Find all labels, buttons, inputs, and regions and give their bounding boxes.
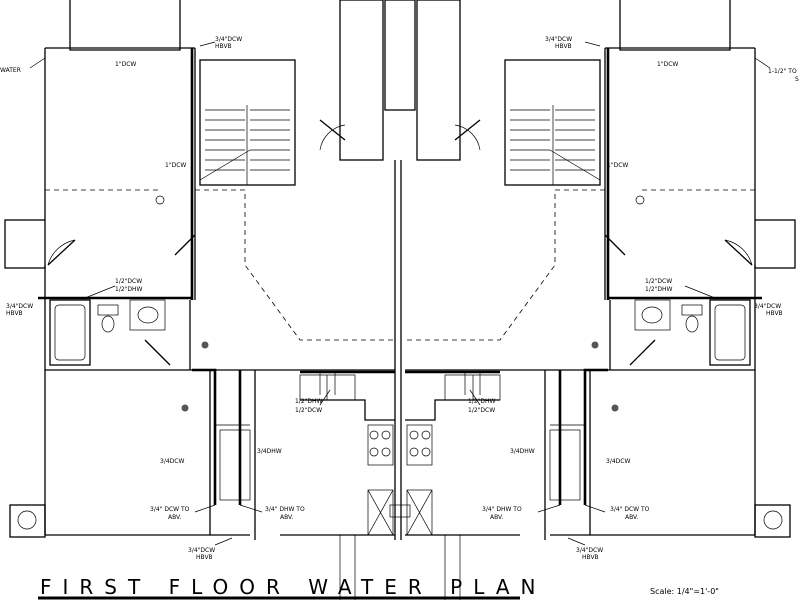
note-kitchen-dhw-right: 1/2"DHW: [468, 398, 496, 405]
note-half-dcw-left: 1/2"DCW: [115, 278, 142, 285]
leader-lines: [29, 41, 771, 546]
note-abv-dhw-left-2: ABV.: [280, 514, 293, 521]
note-bot-left-2: HBVB: [196, 554, 213, 561]
note-half-dcw-right: 1/2"DCW: [645, 278, 672, 285]
left-unit: [4, 0, 395, 600]
note-bot-right: 3/4"DCW: [576, 547, 603, 554]
note-dcw1-right: 1"DCW: [657, 61, 678, 68]
note-bot-right-2: HBVB: [582, 554, 599, 561]
note-abv-dcw-right: 3/4" DCW TO: [610, 506, 650, 513]
note-water: WATER: [0, 67, 21, 74]
note-vert-dcw-right: 3/4DCW: [606, 458, 630, 465]
note-vert-dhw-right: 3/4DHW: [510, 448, 535, 455]
note-dcw1-left: 1"DCW: [115, 61, 136, 68]
note-hb-left-2: HBVB: [215, 43, 232, 50]
note-vert-dhw-left: 3/4DHW: [257, 448, 282, 455]
note-abv-dhw-left: 3/4" DHW TO: [265, 506, 305, 513]
note-abv-dhw-right: 3/4" DHW TO: [482, 506, 522, 513]
note-vert-dcw-left: 3/4DCW: [160, 458, 184, 465]
note-kitchen-dhw-left: 1/2"DHW: [295, 398, 323, 405]
note-kitchen-dcw-left: 1/2"DCW: [295, 407, 322, 414]
note-half-dhw-right: 1/2"DHW: [645, 286, 673, 293]
note-dcw1b-left: 1"DCW: [165, 162, 186, 169]
note-to-right-2: S: [795, 76, 799, 83]
note-side-right: 3/4"DCW: [754, 303, 781, 310]
note-dcw1b-right: 1"DCW: [607, 162, 628, 169]
note-bot-left: 3/4"DCW: [188, 547, 215, 554]
note-side-right-2: HBVB: [766, 310, 783, 317]
note-hb-left: 3/4"DCW: [215, 36, 242, 43]
note-hb-right-2: HBVB: [555, 43, 572, 50]
drawing-title: FIRST FLOOR WATER PLAN: [40, 575, 546, 599]
drawing-scale: Scale: 1/4"=1'-0": [650, 587, 719, 596]
note-hb-right: 3/4"DCW: [545, 36, 572, 43]
center-core: [339, 0, 461, 540]
note-abv-dcw-right-2: ABV.: [625, 514, 638, 521]
note-kitchen-dcw-right: 1/2"DCW: [468, 407, 495, 414]
right-unit: [405, 0, 796, 600]
note-abv-dhw-right-2: ABV.: [490, 514, 503, 521]
note-to-right: 1-1/2" TO: [768, 68, 797, 75]
annotations: WATER 3/4"DCW HBVB 3/4"DCW HBVB 1"DCW 1"…: [0, 36, 799, 561]
note-half-dhw-left: 1/2"DHW: [115, 286, 143, 293]
note-side-left-2: HBVB: [6, 310, 23, 317]
note-abv-dcw-left: 3/4" DCW TO: [150, 506, 190, 513]
note-side-left: 3/4"DCW: [6, 303, 33, 310]
note-abv-dcw-left-2: ABV.: [168, 514, 181, 521]
